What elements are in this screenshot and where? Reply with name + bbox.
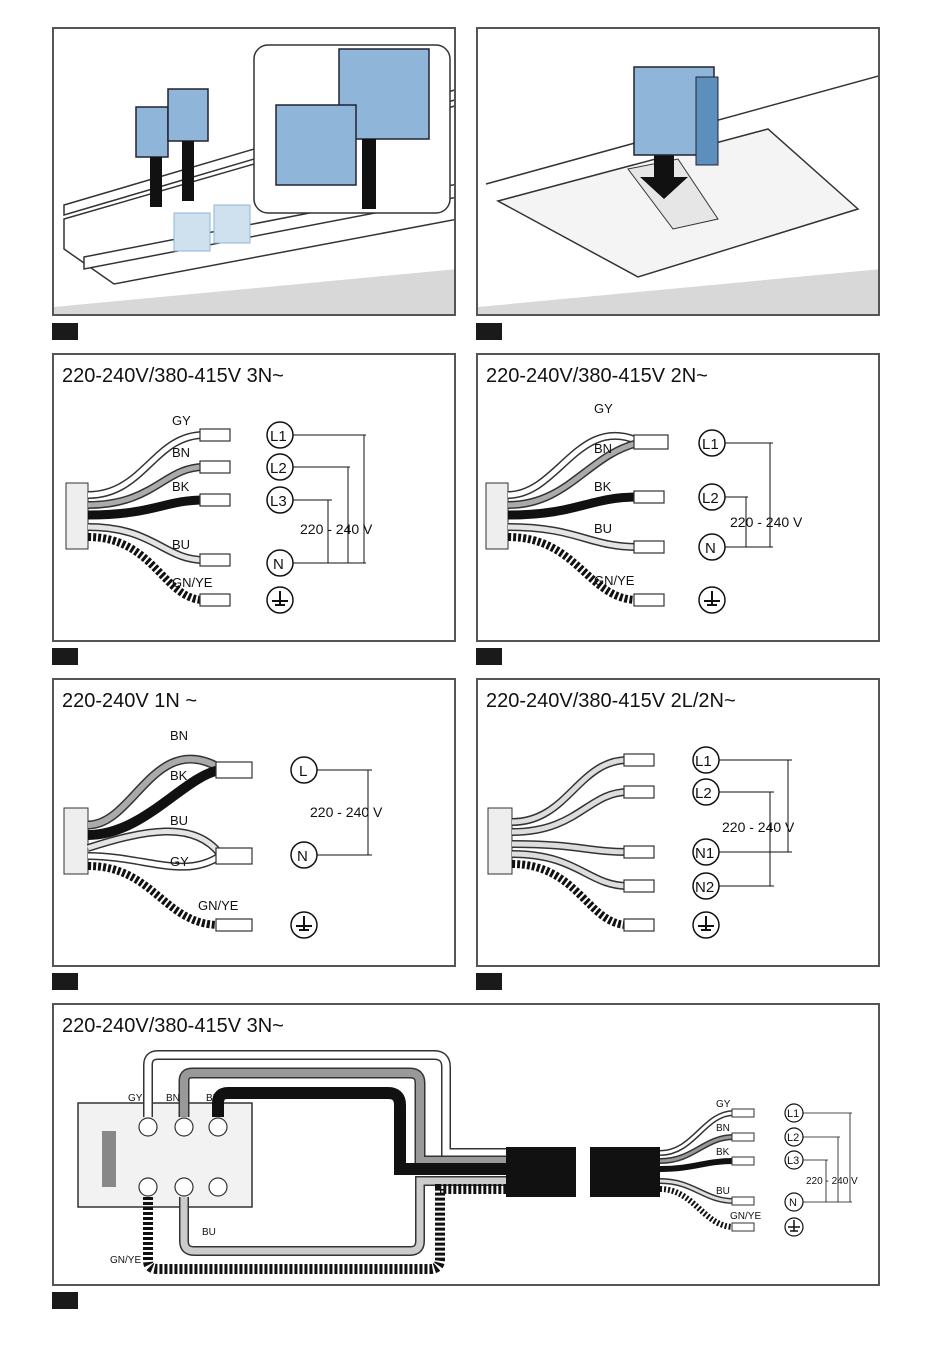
terminal-label: L3 — [787, 1155, 799, 1167]
panel-filter-install — [52, 27, 456, 316]
block-wire-label: BN — [166, 1093, 180, 1104]
terminal-block-diagram: GY BN BK BU GN/YE GY BN BK BU GN/YE L1 L… — [77, 1050, 858, 1274]
terminal-label: L2 — [270, 460, 287, 477]
wiring-diagram-3n: GY BN BK BU GN/YE L1 L2 L3 N 220 - 240 V — [65, 413, 373, 614]
wire-label: BU — [170, 813, 188, 828]
panel-3n: 220-240V/380-415V 3N~ GY BN BK BU GN/YE … — [52, 353, 456, 642]
terminal-label: L1 — [695, 753, 712, 770]
terminal-label: N — [705, 540, 716, 557]
wire-label: GY — [170, 854, 189, 869]
voltage-label: 220 - 240 V — [722, 819, 795, 835]
voltage-label: 220 - 240 V — [806, 1176, 858, 1187]
panel-title: 220-240V/380-415V 2L/2N~ — [486, 690, 736, 712]
terminal-label: N — [297, 848, 308, 865]
block-wire-label: GY — [128, 1093, 143, 1104]
terminal-label: N2 — [695, 879, 714, 896]
wire-label: BN — [594, 441, 612, 456]
terminal-label: L1 — [787, 1108, 799, 1120]
wire-label: BU — [172, 537, 190, 552]
figure-tag — [476, 973, 502, 990]
module-install-illustration — [478, 66, 878, 314]
wire-label: BK — [170, 768, 188, 783]
wire-label: GY — [172, 413, 191, 428]
terminal-label: L3 — [270, 493, 287, 510]
panel-2n: 220-240V/380-415V 2N~ GY BN BK BU GN/YE … — [476, 353, 880, 642]
ground-icon — [704, 591, 720, 606]
terminal-label: L2 — [787, 1132, 799, 1144]
terminal-label: L — [299, 763, 307, 780]
terminal-label: N — [273, 556, 284, 573]
terminal-label: N1 — [695, 845, 714, 862]
terminal-label: L2 — [702, 490, 719, 507]
panel-terminal-block: 220-240V/380-415V 3N~ GY BN BK BU GN/YE … — [52, 1003, 880, 1286]
panel-module-install — [476, 27, 880, 316]
ground-icon — [698, 916, 714, 931]
wiring-diagram-2l2n: L1 L2 N1 N2 220 - 240 V — [487, 746, 795, 939]
wiring-diagram-2n: GY BN BK BU GN/YE L1 L2 N 220 - 240 V — [485, 401, 803, 614]
wire-label: GN/YE — [198, 898, 239, 913]
filter-install-illustration — [54, 44, 454, 314]
panel-title: 220-240V/380-415V 3N~ — [62, 1015, 284, 1037]
panel-title: 220-240V/380-415V 3N~ — [62, 365, 284, 387]
wire-label: BU — [594, 521, 612, 536]
terminal-label: L1 — [702, 436, 719, 453]
wire-label: BN — [170, 728, 188, 743]
figure-tag — [52, 648, 78, 665]
wire-label: BN — [172, 445, 190, 460]
wire-label: GN/YE — [594, 573, 635, 588]
figure-tag — [52, 973, 78, 990]
figure-tag — [52, 1292, 78, 1309]
ground-icon — [788, 1220, 800, 1232]
wiring-diagram-1n: BN BK BU GY GN/YE L N 220 - 240 V — [63, 728, 383, 939]
panel-1n: 220-240V 1N ~ BN BK BU GY GN/YE L N 220 … — [52, 678, 456, 967]
wire-label: GY — [594, 401, 613, 416]
wire-label: GN/YE — [730, 1211, 761, 1222]
terminal-label: L1 — [270, 428, 287, 445]
wire-label: GY — [716, 1099, 731, 1110]
ground-icon — [296, 916, 312, 931]
block-wire-label: GN/YE — [110, 1255, 141, 1266]
panel-title: 220-240V 1N ~ — [62, 690, 198, 712]
terminal-label: N — [789, 1197, 797, 1209]
figure-tag — [476, 648, 502, 665]
voltage-label: 220 - 240 V — [730, 514, 803, 530]
block-wire-label: BK — [206, 1093, 220, 1104]
block-wire-label: BU — [202, 1227, 216, 1238]
ground-icon — [272, 591, 288, 606]
wire-label: BU — [716, 1186, 730, 1197]
wire-label: BK — [716, 1147, 730, 1158]
wire-label: GN/YE — [172, 575, 213, 590]
voltage-label: 220 - 240 V — [310, 804, 383, 820]
voltage-label: 220 - 240 V — [300, 521, 373, 537]
wire-label: BK — [172, 479, 190, 494]
panel-2l2n: 220-240V/380-415V 2L/2N~ L1 L2 N1 N2 220… — [476, 678, 880, 967]
wire-label: BK — [594, 479, 612, 494]
terminal-label: L2 — [695, 785, 712, 802]
figure-tag — [476, 323, 502, 340]
panel-title: 220-240V/380-415V 2N~ — [486, 365, 708, 387]
figure-tag — [52, 323, 78, 340]
wire-label: BN — [716, 1123, 730, 1134]
